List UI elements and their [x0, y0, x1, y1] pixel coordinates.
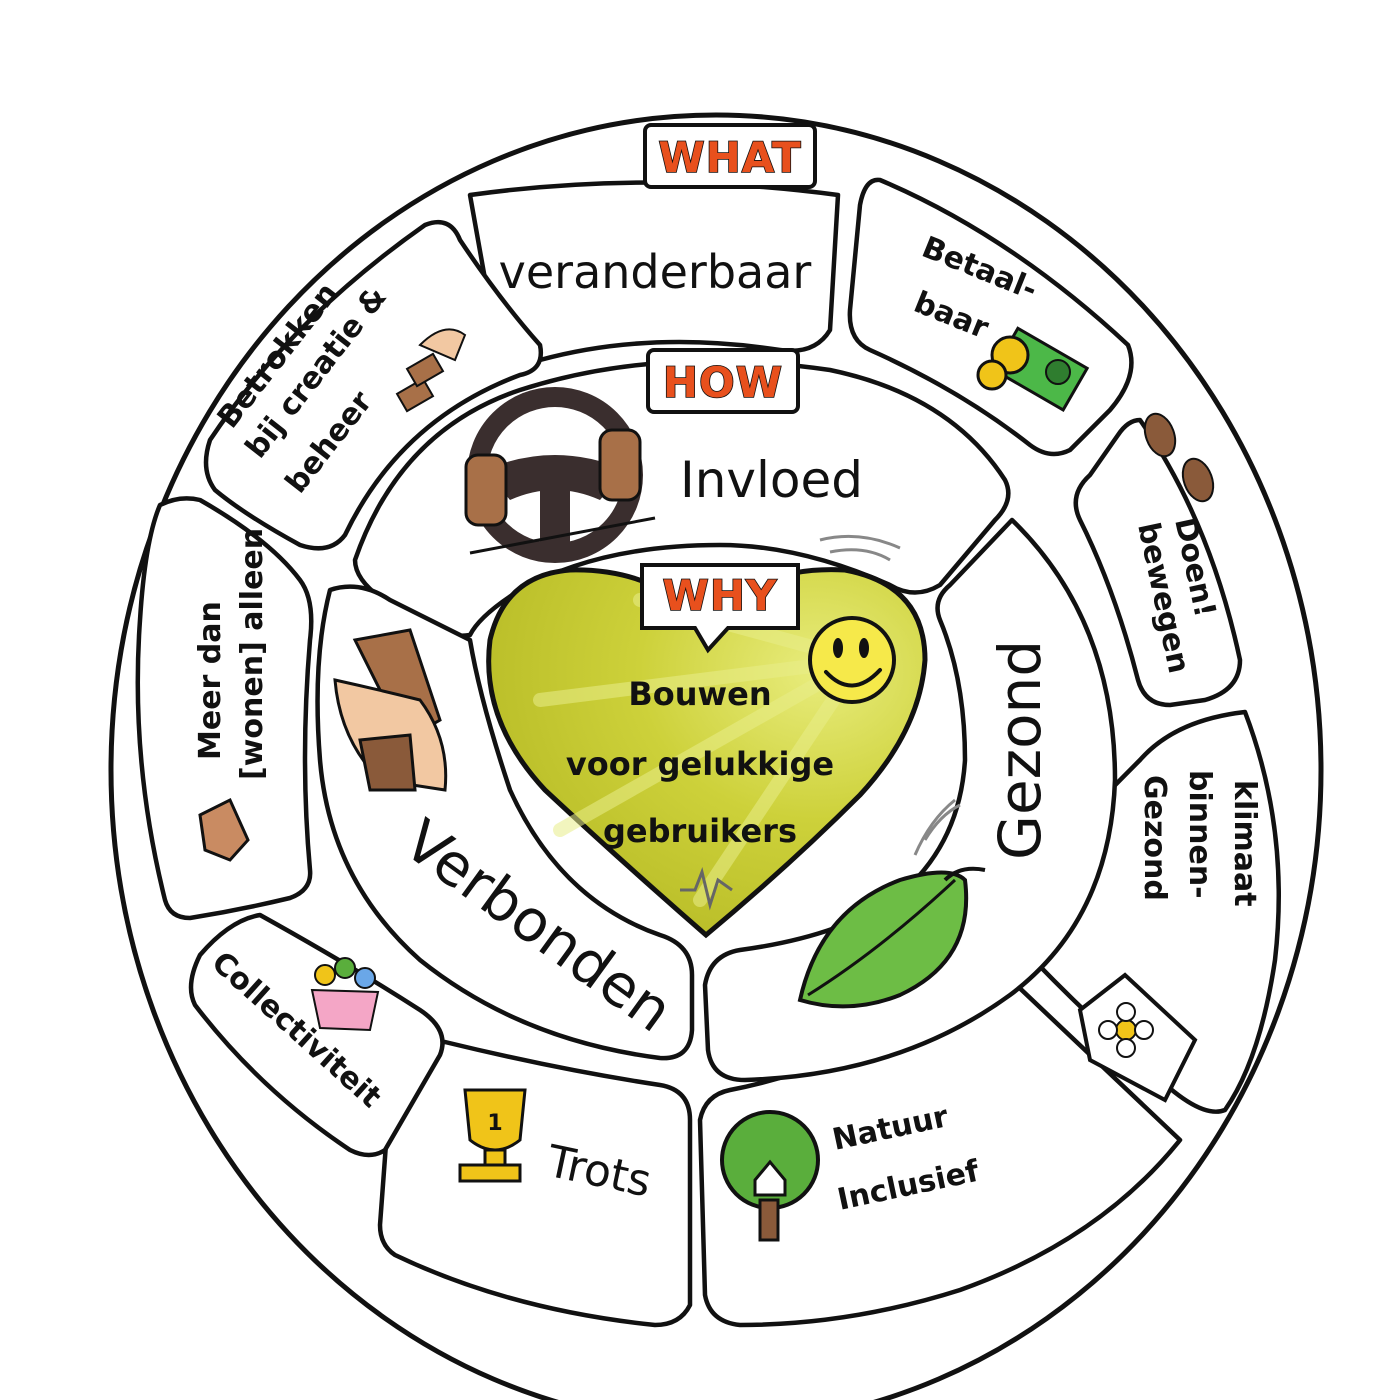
- segment-trots: [377, 1039, 693, 1328]
- segment-gezond: [702, 517, 1118, 1083]
- house-flower-icon: [1077, 972, 1198, 1103]
- money-icon: [976, 326, 1090, 412]
- segment-meer-dan-wonen: [135, 496, 314, 921]
- tree-house-icon: [720, 1110, 820, 1242]
- why-heart: Bouwen voor gelukkige gebruikers: [486, 567, 928, 939]
- hand-blocks-icon: [395, 328, 467, 413]
- what-binnen-line1: Gezond: [1137, 775, 1172, 901]
- footprints-icon: [1143, 412, 1215, 503]
- how-invloed-label: Invloed: [680, 451, 863, 509]
- what-veranderbaar-label: veranderbaar: [499, 245, 812, 299]
- tag-why-label: WHY: [663, 571, 778, 620]
- what-meer-line1: Meer dan: [193, 601, 228, 760]
- why-line-1: Bouwen: [628, 675, 771, 713]
- why-line-3: gebruikers: [603, 812, 797, 850]
- what-ring: [135, 177, 1281, 1328]
- tag-what: WHAT: [643, 123, 817, 189]
- segment-betrokken: [203, 219, 544, 551]
- what-binnen-line3: klimaat: [1227, 780, 1262, 907]
- tag-what-label: WHAT: [658, 133, 801, 182]
- what-binnen-line2: binnen-: [1182, 770, 1217, 899]
- what-meer-line2: [wonen] alleen: [235, 528, 270, 780]
- heartbeat-squiggle: [680, 867, 733, 911]
- segment-invloed: [352, 358, 1011, 638]
- tag-why: WHY: [640, 563, 800, 654]
- group-people-icon: [310, 957, 380, 1032]
- why-line-2: voor gelukkige: [566, 745, 834, 783]
- steering-wheel-icon: [464, 387, 656, 563]
- motion-marks: [819, 534, 961, 856]
- house-blocks-icon: [198, 797, 250, 862]
- how-gezond-label: Gezond: [986, 640, 1054, 860]
- leaf-icon: [797, 866, 986, 1009]
- trophy-digit: 1: [487, 1111, 502, 1136]
- tag-how-label: HOW: [663, 358, 783, 407]
- tag-how: HOW: [646, 348, 800, 414]
- segment-collectiviteit: [188, 912, 445, 1158]
- handshake-icon: [333, 628, 448, 792]
- smiley-icon: [808, 616, 896, 704]
- trophy-icon: 1: [458, 1088, 527, 1183]
- segment-doen-bewegen: [1073, 417, 1243, 708]
